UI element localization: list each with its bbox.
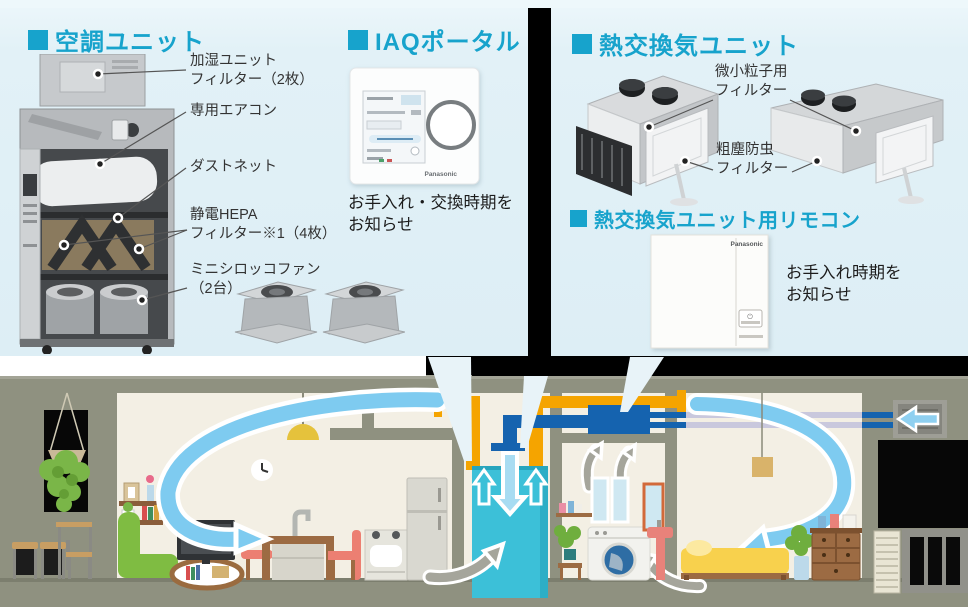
bar-stool <box>12 542 38 579</box>
sofa <box>118 512 178 578</box>
remote-title: 熱交換気ユニット用リモコン <box>594 210 861 232</box>
label-humidifier-filter: 加湿ユニットフィルター（2枚） <box>190 53 314 88</box>
sink <box>647 520 673 580</box>
label-sirocco-fan: ミニシロッコファン（2台） <box>190 262 321 297</box>
heading-square-icon <box>570 210 587 227</box>
bathroom <box>554 476 673 581</box>
top-light-strip <box>0 0 968 8</box>
under-door-airflow-arrow <box>646 560 704 591</box>
outdoor-vent-fan <box>893 400 947 438</box>
sirocco-fan <box>322 281 405 344</box>
erv-heading: 熱交換気ユニット <box>572 26 799 61</box>
label-fine-particle-filter: 微小粒子用フィルター <box>715 64 788 99</box>
bed <box>681 540 789 580</box>
label-dedicated-aircon: 専用エアコン <box>190 103 277 119</box>
erv-title: 熱交換気ユニット <box>599 33 799 60</box>
heading-square-icon <box>28 29 48 50</box>
aircon-heading: 空調ユニット <box>28 22 205 57</box>
label-dust-net: ダストネット <box>190 159 277 175</box>
brand-text: Panasonic <box>424 171 457 178</box>
erv-unit-in-ceiling <box>588 405 650 434</box>
stove <box>364 529 408 581</box>
erv-remote-device: Panasonic ⏻ <box>650 234 769 349</box>
panel-aircon-iaq: 空調ユニット <box>0 8 528 356</box>
iaq-title: IAQポータル <box>375 29 521 56</box>
outdoor-right <box>873 400 968 594</box>
louver-shutter <box>873 530 901 594</box>
washing-machine <box>587 526 651 581</box>
aircon-title: 空調ユニット <box>55 29 205 56</box>
up-arrow-icon <box>523 467 549 506</box>
erv-unit-photo-left <box>576 75 720 206</box>
refrigerator <box>406 477 448 581</box>
up-arrow-icon <box>471 467 497 506</box>
heading-square-icon <box>348 29 368 50</box>
dining-chair <box>328 530 361 580</box>
remote-heading: 熱交換気ユニット用リモコン <box>570 204 861 233</box>
intake-arrow-icon <box>895 404 940 434</box>
heading-square-icon <box>572 33 592 54</box>
down-arrow-icon <box>490 451 530 518</box>
living-room-airflow-arrow <box>160 392 445 547</box>
dial-knob-icon <box>426 100 476 150</box>
porch-table-set <box>56 522 92 579</box>
panel-erv: 熱交換気ユニット <box>551 8 968 356</box>
hanging-plant <box>39 450 90 512</box>
house-cross-section <box>0 375 968 614</box>
iaq-heading: IAQポータル <box>348 22 521 57</box>
label-coarse-dust-filter: 粗塵防虫フィルター <box>716 142 789 177</box>
remote-caption: お手入れ時期をお知らせ <box>786 264 902 304</box>
air-handling-unit <box>471 451 549 598</box>
iaq-caption: お手入れ・交換時期をお知らせ <box>348 194 513 234</box>
kitchen-counter <box>262 509 334 580</box>
aircon-unit-photo <box>19 54 175 354</box>
bedroom-plant <box>785 525 814 580</box>
porch <box>12 392 92 579</box>
panel-divider <box>528 8 551 356</box>
iaq-portal-device: Panasonic <box>349 67 480 185</box>
return-air-arrow <box>425 550 497 583</box>
svg-text:⏻: ⏻ <box>747 313 753 321</box>
bedroom <box>681 393 862 581</box>
aircon-cabinet <box>19 54 175 354</box>
pendant-lamp <box>752 393 773 477</box>
bar-stool <box>40 542 66 579</box>
sirocco-fan <box>234 281 318 344</box>
sirocco-fans-photo <box>234 281 405 344</box>
outdoor-window <box>902 529 968 593</box>
brand-text: Panasonic <box>730 241 763 248</box>
dresser <box>810 514 862 581</box>
bathroom-plant <box>554 525 582 580</box>
